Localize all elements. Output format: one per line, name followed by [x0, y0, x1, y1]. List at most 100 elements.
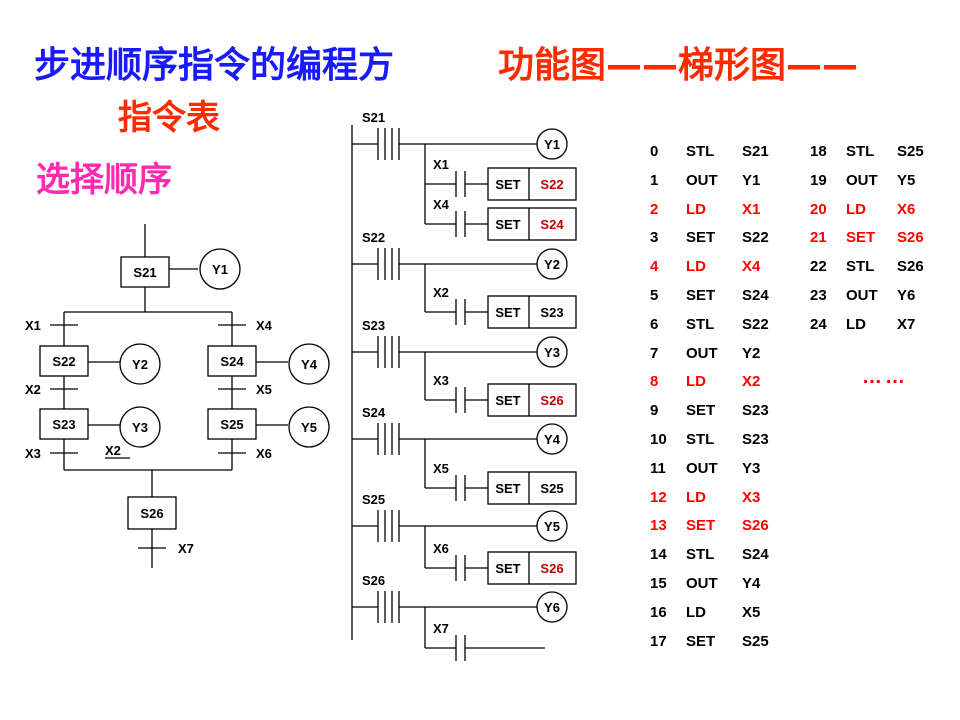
instruction-col1-2-op: LD — [686, 200, 706, 218]
sfc-step-s25 — [207, 408, 257, 440]
ladder-set-box-4-0 — [487, 551, 577, 585]
sfc-transition-x2b: X2 — [105, 443, 121, 458]
ladder-set-box-0-1 — [487, 207, 577, 241]
instruction-col1-4-n: 4 — [650, 258, 659, 276]
ladder-step-label-1: S22 — [362, 230, 385, 245]
sfc-output-y1-label: Y1 — [212, 262, 228, 277]
sfc-chart: S21 Y1 X1 S22 Y2 X2 S23 Y3 X3 X4 S24 Y4 — [25, 224, 330, 568]
instruction-col1-8-arg: X2 — [742, 373, 761, 391]
page-title: 步进顺序指令的编程方 — [34, 45, 395, 86]
instruction-col2-3-n: 21 — [810, 229, 827, 247]
ladder-set-op-0-1: SET — [495, 217, 520, 232]
ladder-set-box-1-0 — [487, 295, 577, 329]
instruction-col2-1-arg: Y5 — [897, 171, 916, 189]
sfc-step-s26 — [127, 496, 177, 530]
ladder-set-box-3-0 — [487, 471, 577, 505]
ladder-output-label-5: Y6 — [544, 600, 560, 615]
ladder-step-label-3: S24 — [362, 405, 386, 420]
instruction-col1-9-op: SET — [686, 402, 716, 420]
instruction-col1-14-op: STL — [686, 546, 715, 564]
ladder-step-label-2: S23 — [362, 318, 385, 333]
instruction-col1-14-arg: S24 — [742, 546, 769, 564]
instruction-col1-13-arg: S26 — [742, 517, 769, 535]
instruction-col1-0-op: STL — [686, 143, 715, 160]
instruction-col1-1-n: 1 — [650, 171, 659, 189]
instruction-col2-3-op: SET — [846, 229, 876, 247]
sfc-output-y3-label: Y3 — [132, 420, 148, 435]
ladder-contact-label-3-0: X5 — [433, 461, 449, 476]
instruction-col1-12-arg: X3 — [742, 488, 761, 506]
instruction-col1-1-arg: Y1 — [742, 171, 761, 189]
instruction-col2-1-op: OUT — [846, 171, 878, 189]
instruction-col1-11-arg: Y3 — [742, 459, 761, 477]
instruction-col2-0-arg: S25 — [897, 143, 924, 160]
sfc-output-y4 — [288, 343, 330, 385]
instruction-col1-3-n: 3 — [650, 229, 659, 247]
instruction-col1-9-arg: S23 — [742, 402, 769, 420]
ladder-set-op-4-0: SET — [495, 561, 520, 576]
instruction-col1-11-n: 11 — [650, 459, 666, 477]
instruction-col2-4-op: STL — [846, 258, 875, 276]
sfc-output-y2-label: Y2 — [132, 357, 148, 372]
instruction-col1-7-n: 7 — [650, 344, 659, 362]
ladder-output-coil-1 — [536, 248, 568, 280]
instruction-col2-5-n: 23 — [810, 287, 827, 304]
ladder-contact-label-1-0: X2 — [433, 285, 449, 300]
sfc-step-s23-label: S23 — [52, 417, 75, 432]
sfc-transition-x5: X5 — [256, 382, 272, 397]
ladder-contact-label-0-1: X4 — [433, 197, 450, 212]
instruction-col1-16-op: LD — [686, 603, 706, 621]
instruction-col2-5-arg: Y6 — [897, 287, 916, 304]
sfc-output-y3 — [119, 406, 161, 448]
ladder-output-coil-0 — [536, 128, 568, 160]
instruction-col1-3-arg: S22 — [742, 229, 769, 247]
instruction-col1-17-n: 17 — [650, 632, 667, 650]
sfc-step-s24-label: S24 — [220, 354, 244, 369]
instruction-col1-7-op: OUT — [686, 344, 718, 362]
ladder-output-coil-5 — [536, 591, 568, 623]
ladder-output-coil-4 — [536, 510, 568, 542]
instruction-col1-13-op: SET — [686, 517, 716, 535]
instruction-col1-2-n: 2 — [650, 200, 659, 218]
instruction-col1-8-op: LD — [686, 373, 706, 391]
instruction-col1-15-arg: Y4 — [742, 575, 761, 592]
sfc-output-y1 — [199, 248, 241, 290]
instruction-col1-10-n: 10 — [650, 431, 667, 448]
ladder-set-op-3-0: SET — [495, 481, 520, 496]
sfc-transition-x7: X7 — [178, 541, 194, 556]
subtitle-instruction-list: 指令表 — [118, 98, 220, 138]
instruction-col1-3-op: SET — [686, 229, 716, 247]
ladder-output-label-3: Y4 — [544, 432, 561, 447]
instruction-col1-16-arg: X5 — [742, 603, 761, 621]
ladder-output-coil-2 — [536, 336, 568, 368]
sfc-step-s22-label: S22 — [52, 354, 75, 369]
instruction-col1-11-op: OUT — [686, 459, 718, 477]
instruction-col2-2-op: LD — [846, 200, 866, 218]
sfc-step-s23 — [39, 408, 89, 440]
sfc-output-y5 — [288, 406, 330, 448]
ladder-set-box-0-0 — [487, 167, 577, 201]
instruction-col2-0-op: STL — [846, 143, 875, 160]
sfc-step-s26-label: S26 — [140, 506, 163, 521]
ladder-set-op-2-0: SET — [495, 393, 520, 408]
instruction-col2-5-op: OUT — [846, 287, 878, 304]
instruction-col1-4-arg: X4 — [742, 258, 761, 276]
instruction-col2-4-arg: S26 — [897, 258, 924, 276]
instruction-col1-17-op: SET — [686, 632, 716, 650]
ladder-contact-label-2-0: X3 — [433, 373, 449, 388]
sfc-output-y4-label: Y4 — [301, 357, 318, 372]
sfc-step-s25-label: S25 — [220, 417, 243, 432]
instruction-col2-6-n: 24 — [810, 315, 827, 333]
ladder-contact-label-5-0: X7 — [433, 621, 449, 636]
sfc-transition-x2a: X2 — [25, 382, 41, 397]
instruction-col1-4-op: LD — [686, 258, 706, 276]
instruction-col1-1-op: OUT — [686, 171, 718, 189]
instruction-col1-16-n: 16 — [650, 603, 667, 621]
instruction-col1-6-n: 6 — [650, 315, 659, 333]
instruction-col2-3-arg: S26 — [897, 229, 924, 247]
ladder-output-label-2: Y3 — [544, 345, 560, 360]
instruction-col1-8-n: 8 — [650, 373, 659, 391]
instruction-col1-5-arg: S24 — [742, 287, 769, 304]
ladder-step-label-5: S26 — [362, 573, 385, 588]
